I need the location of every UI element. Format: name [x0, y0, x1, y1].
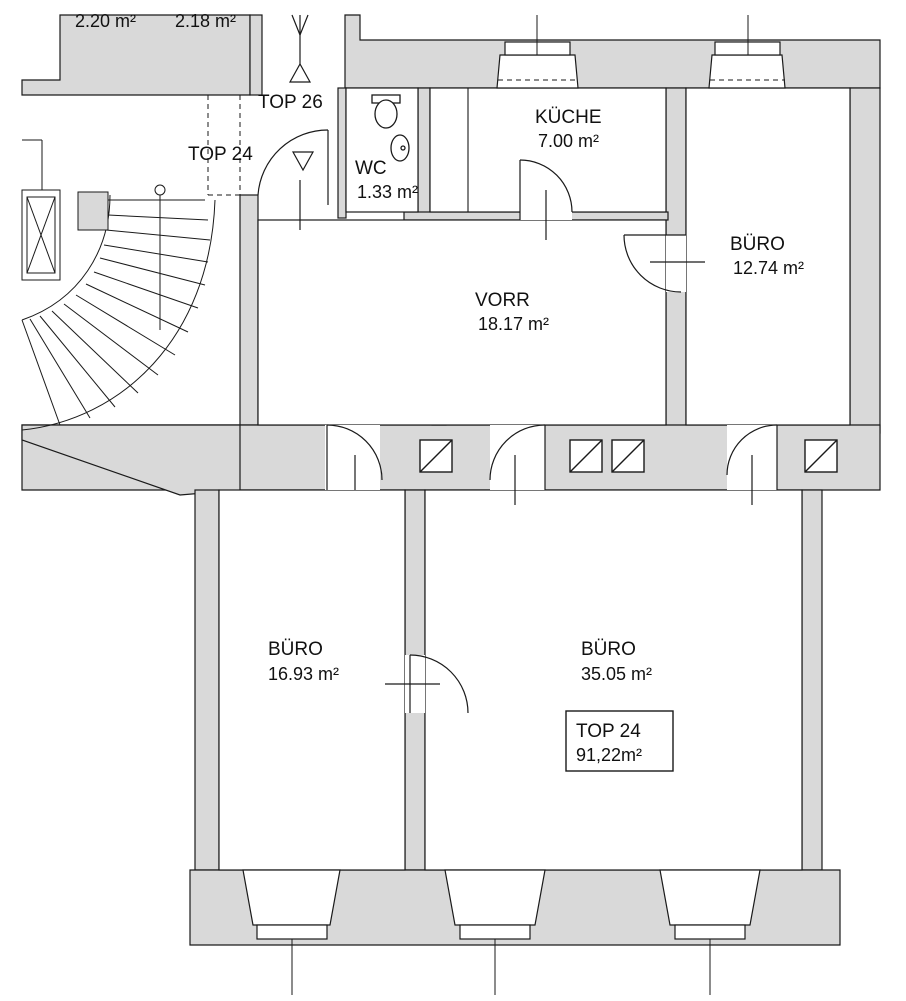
window-niche-kueche [496, 54, 579, 89]
stair-post [154, 184, 166, 196]
label-top24-corridor: TOP 24 [188, 144, 253, 165]
wall-pillar-top26 [249, 14, 263, 96]
neighbor-area-1: 2.20 m² [75, 11, 136, 31]
wall-wc-left [337, 87, 347, 219]
door-swing-se [726, 424, 778, 476]
vorr-area: 18.17 m² [478, 314, 549, 334]
room-floors [218, 87, 851, 871]
window-frame-3 [674, 924, 746, 940]
stair-core [77, 191, 109, 231]
doors [257, 129, 778, 714]
toilet-bowl [374, 99, 398, 129]
wall-top-right [344, 14, 881, 89]
buero-ne-name: BÜRO [730, 234, 785, 255]
shafts [419, 439, 838, 473]
buero-s-name: BÜRO [581, 639, 636, 660]
buero-s-area: 35.05 m² [581, 664, 652, 684]
window-niche-3 [659, 869, 761, 926]
wall-left-stair [239, 194, 259, 426]
unit-area: 91,22m² [576, 745, 642, 765]
room-vorr [257, 219, 667, 426]
kueche-area: 7.00 m² [538, 131, 599, 151]
wall-west-lower [194, 489, 220, 871]
window-niche-2 [444, 869, 546, 926]
wc-area: 1.33 m² [357, 182, 418, 202]
wc-fixtures [371, 94, 410, 162]
wall-east [849, 87, 881, 434]
door-swing-entry [257, 129, 329, 196]
room-kueche [429, 87, 667, 213]
labels: 2.20 m² 2.18 m² TOP 26 TOP 24 WC 1.33 m²… [75, 11, 804, 772]
window-niche-ne [708, 54, 786, 89]
arrow-down-icon [291, 151, 315, 172]
stairwell [21, 139, 216, 431]
unit-boundary [207, 79, 785, 196]
buero-ne-area: 12.74 m² [733, 258, 804, 278]
arrow-up-icon [288, 62, 312, 83]
stair-outer [21, 199, 216, 431]
unit-name: TOP 24 [576, 721, 641, 742]
door-swing-lower [409, 654, 469, 714]
room-buero-ne [685, 87, 851, 426]
buero-sw-name: BÜRO [268, 639, 323, 660]
buero-sw-area: 16.93 m² [268, 664, 339, 684]
label-top26: TOP 26 [258, 92, 323, 113]
stair-inner [21, 194, 111, 321]
window-niche-1 [242, 869, 341, 926]
door-swing-s [489, 424, 546, 481]
window-frame-1 [256, 924, 328, 940]
arrows [288, 14, 315, 172]
sink [390, 134, 410, 162]
window-frame-2 [459, 924, 531, 940]
door-swing-sw [326, 424, 383, 481]
unit-summary-box [565, 710, 674, 772]
window-top-axis [536, 15, 749, 55]
lift-frame [21, 189, 61, 281]
room-buero-sw [218, 489, 406, 871]
window-axis-lines [291, 939, 711, 995]
door-swing-ne [623, 234, 682, 293]
neighbor-area-2: 2.18 m² [175, 11, 236, 31]
vorr-name: VORR [475, 290, 530, 311]
wall-east-lower [801, 489, 823, 871]
kueche-name: KÜCHE [535, 107, 602, 128]
windows-bottom [242, 869, 761, 940]
wall-wc-kitchen [417, 87, 431, 219]
wc-name: WC [355, 158, 387, 179]
door-swing-kueche [519, 159, 573, 213]
